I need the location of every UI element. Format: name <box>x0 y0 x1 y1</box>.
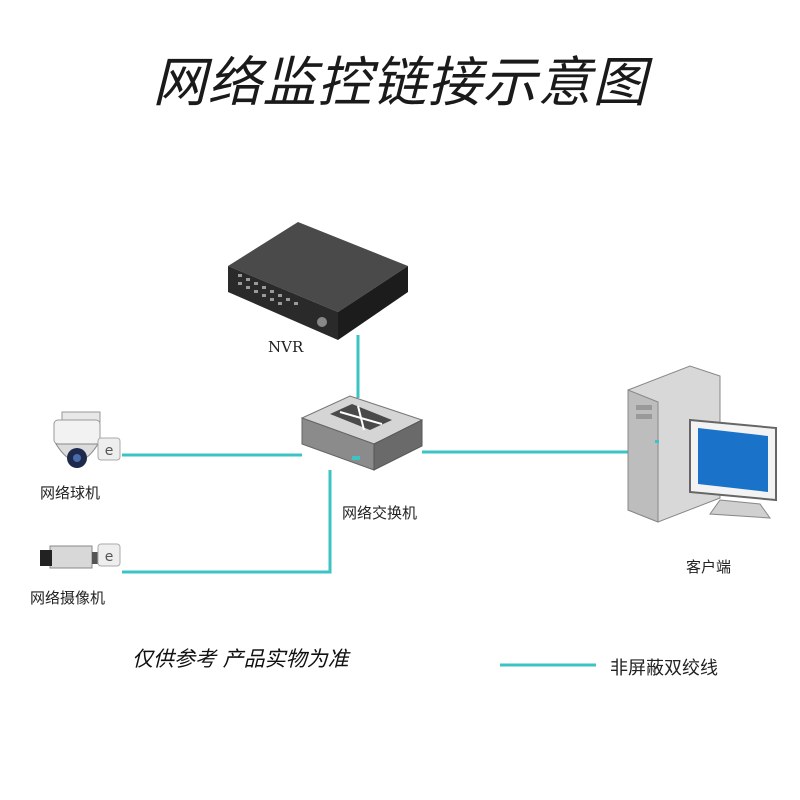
switch-device <box>300 395 424 471</box>
dome-camera-label: 网络球机 <box>40 484 101 502</box>
disclaimer-note: 仅供参考 产品实物为准 <box>132 647 349 671</box>
dome-camera-device: e <box>53 411 121 468</box>
nvr-label: NVR <box>268 338 304 356</box>
client-pc-device <box>627 365 777 523</box>
svg-text:e: e <box>105 549 114 565</box>
diagram-title: 网络监控链接示意图 <box>152 51 648 114</box>
link-box-switch <box>122 470 332 574</box>
client-label: 客户端 <box>686 558 732 576</box>
svg-text:e: e <box>105 443 114 459</box>
box-camera-device: e <box>40 543 121 569</box>
switch-label: 网络交换机 <box>342 504 418 522</box>
legend-label: 非屏蔽双绞线 <box>610 658 718 679</box>
box-camera-label: 网络摄像机 <box>30 589 106 607</box>
nvr-device <box>228 222 408 340</box>
